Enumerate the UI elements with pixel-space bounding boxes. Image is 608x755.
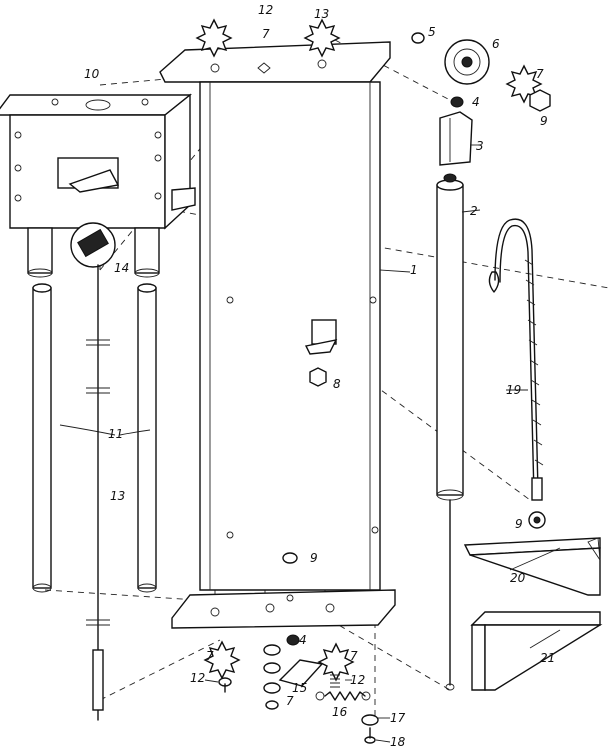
callout-17: 17	[390, 711, 406, 725]
bottom-hardware	[195, 18, 379, 744]
callout-12-bottom-right: 12	[350, 673, 365, 687]
callout-20: 20	[510, 571, 526, 585]
callout-19: 19	[506, 383, 521, 397]
callout-12-bottom-left: 12	[190, 671, 205, 685]
callout-7-right: 7	[536, 67, 544, 81]
left-tubes	[27, 227, 160, 593]
cable-assembly	[488, 218, 546, 529]
callout-2: 2	[470, 204, 478, 218]
bracket-21	[470, 611, 603, 691]
pulley-knob	[70, 222, 116, 268]
callout-7-top: 7	[262, 27, 270, 41]
callout-13-top: 13	[314, 7, 329, 21]
callout-6: 6	[492, 37, 500, 51]
callout-3: 3	[476, 139, 484, 153]
callout-10: 10	[84, 67, 100, 81]
callout-21: 21	[540, 651, 555, 665]
callout-4-top: 4	[472, 95, 480, 109]
main-housing	[159, 41, 396, 629]
callout-8: 8	[333, 377, 341, 391]
callout-11: 11	[108, 427, 123, 441]
callout-1: 1	[410, 263, 418, 277]
callout-15: 15	[292, 681, 307, 695]
callout-18: 18	[390, 735, 406, 749]
callout-9-top: 9	[540, 114, 548, 128]
threaded-rod	[86, 264, 110, 721]
callout-9-mid: 9	[310, 551, 318, 565]
callout-7-bottom-left: 7	[206, 649, 214, 663]
gas-spring	[436, 173, 464, 691]
top-right-hardware	[411, 32, 551, 166]
callout-9-cable: 9	[515, 517, 523, 531]
callout-16: 16	[332, 705, 348, 719]
callout-4-bottom: 4	[299, 633, 307, 647]
gear-box	[0, 93, 196, 230]
callout-14: 14	[114, 261, 129, 275]
callouts: 1 2 3 4 4 5 6 7 7 7 7 7 8 9 9 9 10 11 12…	[84, 3, 555, 749]
callout-7-bottom-center: 7	[286, 694, 294, 708]
bracket-20	[463, 537, 601, 596]
callout-13: 13	[110, 489, 125, 503]
callout-5: 5	[428, 25, 436, 39]
callout-7-bottom-right: 7	[350, 649, 358, 663]
leader-lines	[204, 144, 561, 743]
callout-12-top: 12	[258, 3, 273, 17]
